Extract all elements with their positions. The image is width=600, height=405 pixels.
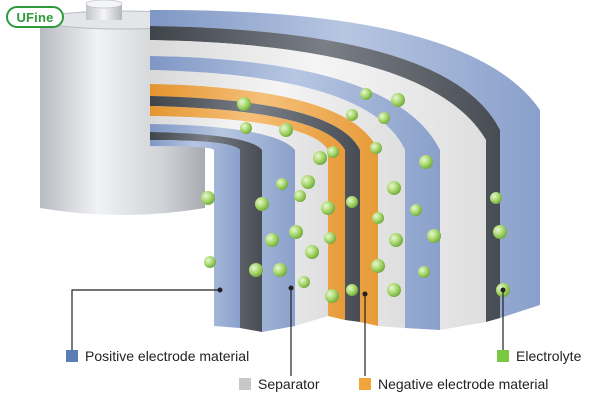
brand-logo-text: UFine [16, 9, 54, 25]
electrolyte-particle [493, 225, 507, 239]
electrolyte-particle [294, 190, 306, 202]
electrolyte-particle [321, 201, 335, 215]
positive-layer-inner [150, 124, 295, 332]
electrolyte-particle [490, 192, 502, 204]
electrolyte-particle [265, 233, 279, 247]
positive-layer-innermost [150, 140, 240, 328]
electrode-stack [150, 9, 540, 332]
separator-layer-outer [150, 40, 486, 330]
electrolyte-particle [389, 233, 403, 247]
legend-item-separator: Separator [239, 376, 319, 392]
separator-layer-inner [150, 116, 328, 326]
electrolyte-particle [410, 204, 422, 216]
electrolyte-particle [301, 175, 315, 189]
electrolyte-particle [391, 93, 405, 107]
electrolyte-particle [240, 122, 252, 134]
electrolyte-particle [418, 266, 430, 278]
legend-swatch-separator [239, 378, 251, 390]
brand-logo: UFine [6, 6, 64, 28]
electrolyte-particle [255, 197, 269, 211]
electrolyte-particle [201, 191, 215, 205]
electrolyte-particle [327, 146, 339, 158]
electrolyte-particle [204, 256, 216, 268]
legend-item-positive-electrode: Positive electrode material [66, 348, 249, 364]
electrolyte-particle [419, 155, 433, 169]
electrolyte-particle [249, 263, 263, 277]
electrolyte-particle [387, 181, 401, 195]
legend-label-negative: Negative electrode material [378, 376, 549, 392]
electrolyte-particle [360, 88, 372, 100]
electrolyte-particle [298, 276, 310, 288]
electrolyte-particle [279, 123, 293, 137]
electrolyte-particle [289, 225, 303, 239]
electrolyte-particle [387, 283, 401, 297]
legend-swatch-negative [359, 378, 371, 390]
electrolyte-particle [276, 178, 288, 190]
electrolyte-particle [378, 112, 390, 124]
electrolyte-particle [427, 229, 441, 243]
electrolyte-particle [370, 142, 382, 154]
electrolyte-particle [324, 232, 336, 244]
electrolyte-particles [201, 88, 510, 303]
legend-swatch-positive [66, 350, 78, 362]
electrolyte-particle [325, 289, 339, 303]
legend-item-electrolyte: Electrolyte [497, 348, 581, 364]
electrolyte-particle [371, 259, 385, 273]
electrolyte-particle [346, 196, 358, 208]
leader-lines [71, 285, 506, 376]
legend-label-positive: Positive electrode material [85, 348, 250, 364]
legend-label-separator: Separator [258, 376, 320, 392]
legend-swatch-electrolyte [497, 350, 509, 362]
electrolyte-particle [237, 97, 251, 111]
separator-layer-2 [150, 70, 405, 328]
electrolyte-particle [346, 284, 358, 296]
electrolyte-particle [313, 151, 327, 165]
positive-layer-2 [150, 56, 440, 330]
electrolyte-particle [346, 109, 358, 121]
electrolyte-particle [372, 212, 384, 224]
collector-layer-inner [150, 132, 262, 332]
leader-line-positive [71, 289, 220, 350]
legend-item-negative-electrode: Negative electrode material [359, 376, 548, 392]
electrolyte-particle [273, 263, 287, 277]
electrolyte-particle [305, 245, 319, 259]
legend-label-electrolyte: Electrolyte [516, 348, 582, 364]
